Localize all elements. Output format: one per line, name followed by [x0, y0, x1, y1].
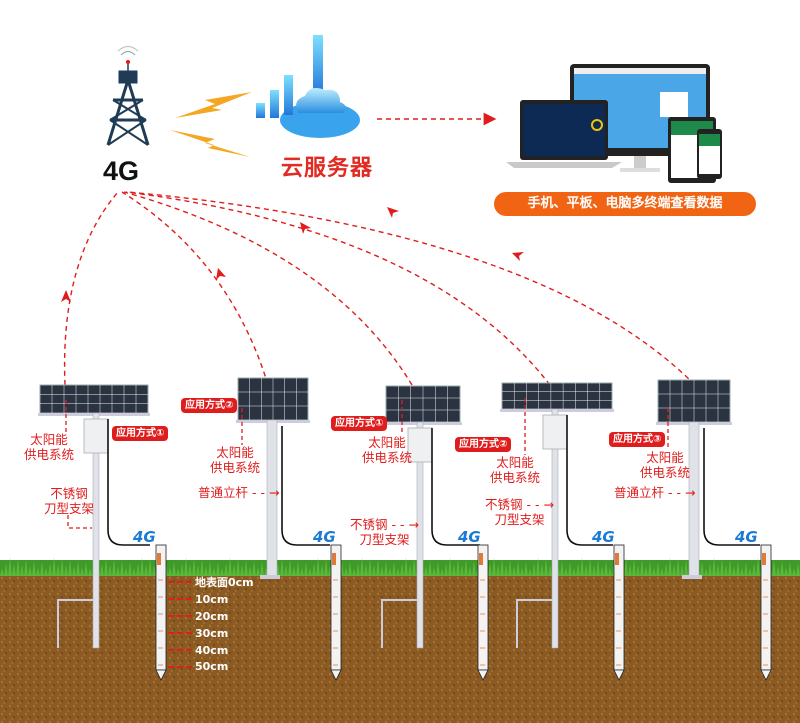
mode-badge-5: 应用方式③: [609, 432, 666, 447]
cloud-server-label: 云服务器: [281, 156, 374, 181]
controller-box-3: [407, 427, 433, 463]
grass-strip: [0, 558, 800, 576]
blade-bracket-3: [416, 421, 424, 649]
mount-label-2: 普通立杆 - - →: [198, 485, 280, 500]
mode-badge-1: 应用方式①: [112, 426, 169, 441]
4g-signal-icon-5: 4G: [735, 528, 758, 546]
power-label-4: 太阳能供电系统: [490, 455, 541, 485]
lightning-bolt-icon: [170, 92, 252, 157]
depth-label-20: 20cm: [195, 610, 229, 623]
4g-signal-icon-1: 4G: [133, 528, 156, 546]
leader-mount-1: [67, 515, 92, 529]
blade-bracket-4: [551, 408, 559, 649]
depth-label-10: 10cm: [195, 593, 229, 606]
4g-signal-icon-4: 4G: [592, 528, 615, 546]
uplink-path-3: [123, 191, 413, 386]
mode-badge-4: 应用方式②: [455, 437, 512, 452]
cloud-server-icon: [256, 35, 360, 138]
uplink-path-1: [63, 191, 119, 386]
mode-badge-2: 应用方式②: [181, 398, 238, 413]
soil-layer: [0, 575, 800, 723]
mount-label-5: 普通立杆 - - →: [614, 485, 696, 500]
sensor-cable-3: [431, 428, 480, 546]
power-label-1: 太阳能供电系统: [24, 432, 75, 462]
power-label-2: 太阳能供电系统: [210, 445, 261, 475]
mount-label-4: 不锈钢 - - →刀型支架: [485, 497, 554, 527]
controller-box-1: [83, 418, 109, 454]
mounting-pole-5: [688, 421, 700, 579]
solar-panel-4: [501, 382, 613, 410]
sensor-cable-5: [703, 428, 760, 546]
depth-label-40: 40cm: [195, 644, 229, 657]
devices-illustration: [506, 64, 722, 183]
uplink-arrowheads: [61, 207, 524, 302]
depth-label-30: 30cm: [195, 627, 229, 640]
uplink-path-2: [121, 191, 269, 386]
sensor-cable-4: [566, 415, 613, 546]
4g-signal-icon-2: 4G: [313, 528, 336, 546]
uplink-path-5: [127, 191, 696, 386]
mount-label-3: 不锈钢 - - →刀型支架: [350, 517, 419, 547]
uplink-paths: [63, 191, 696, 386]
tower-label: 4G: [103, 156, 140, 186]
uplink-path-4: [125, 191, 551, 386]
depth-label-50: 50cm: [195, 660, 229, 673]
solar-panel-1: [39, 384, 149, 414]
blade-bracket-1: [92, 412, 100, 649]
4g-signal-icon-3: 4G: [458, 528, 481, 546]
sensor-cable-1: [107, 419, 150, 546]
controller-box-4: [542, 414, 568, 450]
sensor-cable-2: [281, 426, 330, 546]
power-label-3: 太阳能供电系统: [362, 435, 413, 465]
cell-tower-icon: [106, 46, 150, 146]
terminals-banner: 手机、平板、电脑多终端查看数据: [494, 192, 756, 216]
power-label-5: 太阳能供电系统: [640, 450, 691, 480]
mount-label-1: 不锈钢刀型支架: [44, 486, 95, 516]
mode-badge-3: 应用方式①: [331, 416, 388, 431]
depth-label-0: 地表面0cm: [195, 576, 254, 589]
